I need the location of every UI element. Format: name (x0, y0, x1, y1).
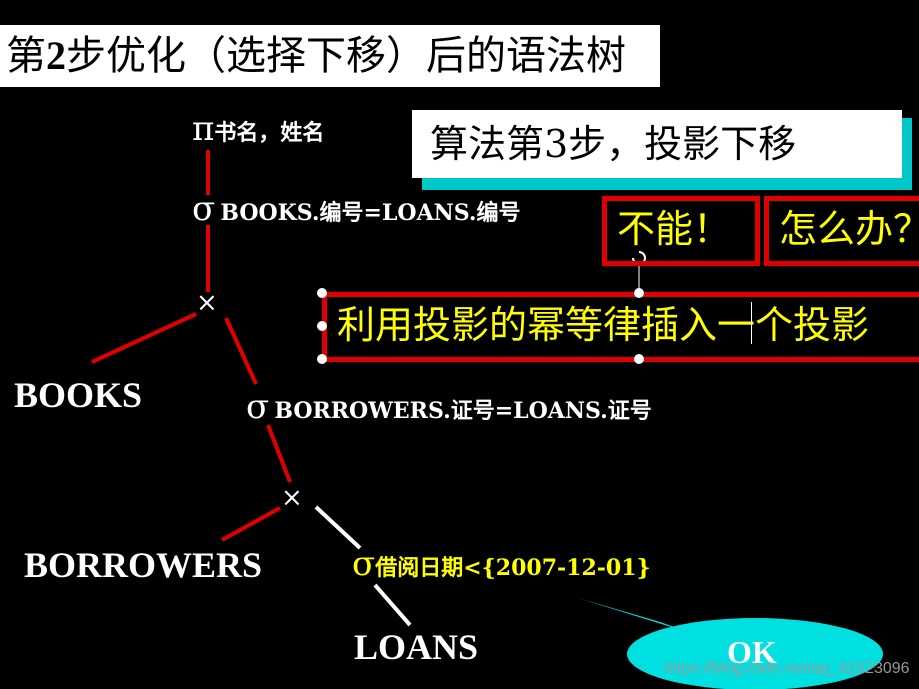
sigma3-node: σ借阅日期<{2007-12-01} (352, 547, 651, 582)
edge-join1-books (91, 312, 197, 364)
ok-speech-bubble-body (627, 618, 883, 689)
resize-handle-tl[interactable] (317, 288, 327, 298)
leaf-books: BOOKS (14, 375, 143, 415)
sigma3-condition: 借阅日期<{2007-12-01} (375, 555, 651, 581)
watermark: https://blog.csdn.net/qq_41523096 (664, 660, 910, 677)
sigma2-symbol: σ (246, 387, 270, 427)
what-to-do-note: 怎么办？ (764, 196, 919, 266)
sigma1-symbol: σ (192, 189, 216, 229)
ok-label: OK (727, 634, 777, 670)
join2-node: × (281, 483, 303, 513)
leaf-borrowers: BORROWERS (24, 545, 263, 585)
resize-handle-bc[interactable] (634, 354, 644, 364)
sigma1-condition: BOOKS.编号=LOANS.编号 (220, 200, 521, 226)
pi-symbol: π (192, 109, 215, 149)
cannot-note: 不能！ (602, 196, 760, 266)
page-title: 第2步优化（选择下移）后的语法树 (0, 25, 660, 87)
insert-projection-text: 利用投影的幂等律插入一个投影 (337, 303, 870, 347)
sigma2-node: σ BORROWERS.证号=LOANS.证号 (246, 390, 652, 425)
resize-handle-tc[interactable] (634, 288, 644, 298)
title-suffix: 步优化（选择下移）后的语法树 (66, 33, 626, 79)
sigma1-node: σ BOOKS.编号=LOANS.编号 (192, 192, 521, 227)
join1-node: × (196, 288, 218, 318)
sigma2-condition: BORROWERS.证号=LOANS.证号 (274, 398, 652, 424)
ok-speech-bubble (578, 598, 700, 636)
resize-handle-ml[interactable] (317, 321, 327, 331)
edge-sigma3-loans (373, 583, 412, 627)
callout-box: 算法第3步，投影下移 (412, 110, 902, 178)
title-step: 2 (46, 33, 66, 78)
text-caret (751, 302, 752, 344)
pi-node: π书名，姓名 (192, 112, 324, 147)
insert-projection-textbox[interactable]: 利用投影的幂等律插入一个投影 (322, 292, 919, 362)
edge-sigma2-join2 (266, 424, 292, 483)
edge-join1-sigma2 (224, 317, 258, 385)
title-prefix: 第 (6, 33, 46, 79)
edge-join2-sigma3 (314, 505, 362, 550)
edge-join2-borrowers (221, 506, 281, 542)
sigma3-symbol: σ (352, 544, 376, 584)
pi-attributes: 书名，姓名 (214, 120, 325, 146)
leaf-loans: LOANS (354, 627, 479, 667)
resize-handle-bl[interactable] (317, 354, 327, 364)
